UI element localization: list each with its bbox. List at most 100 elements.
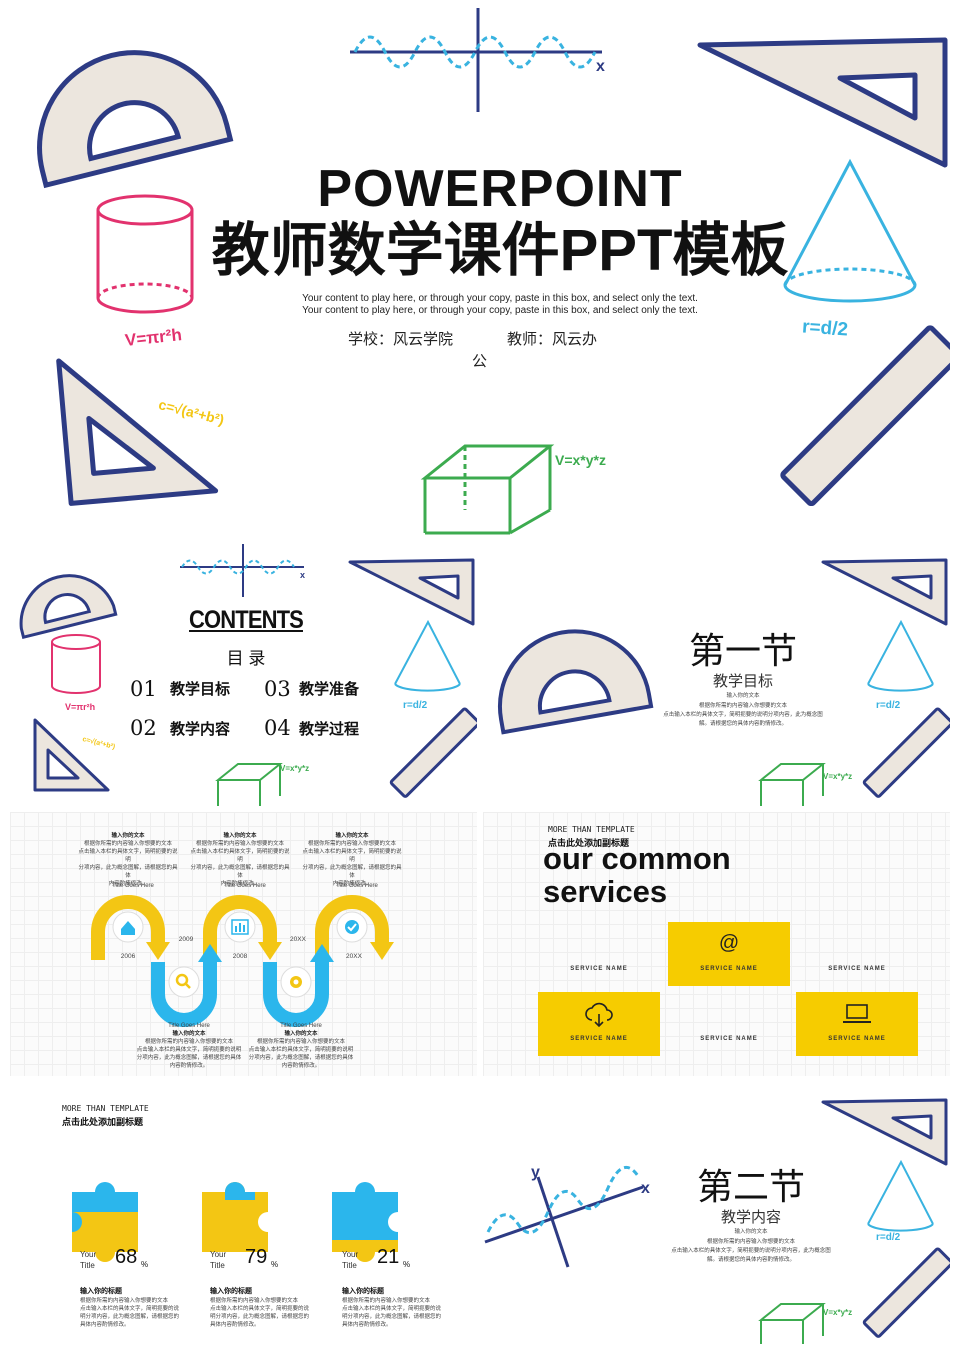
axis-x-label: x xyxy=(596,58,605,75)
contents-item-1-num: 01 xyxy=(130,677,157,701)
timeline-top-block-2: 输入你的文本 根据你所需的内容输入你想要的文本 点击输入本栏的具体文字，简明扼要… xyxy=(190,832,290,888)
cover-subtitle-1: Your content to play here, or through yo… xyxy=(302,293,698,304)
section1-body-2: 点击输入本栏的具体文字，简明扼要的说明分项内容，此为概念图 xyxy=(663,712,823,718)
puzzle-label-1: Your xyxy=(80,1250,97,1259)
puzzle-piece-icon xyxy=(72,1182,138,1262)
puzzle-heading: 输入你的标题 xyxy=(210,1288,252,1295)
block-line: 内容酌情修改。 xyxy=(332,881,372,887)
contents-item-4-label[interactable]: 教学过程 xyxy=(299,721,360,738)
puzzle-label-2: Title xyxy=(80,1261,95,1270)
set-square-icon xyxy=(821,558,948,626)
block-title: 输入你的文本 xyxy=(111,833,145,839)
cube-icon xyxy=(758,763,826,806)
block-line: 内容酌情修改。 xyxy=(281,1063,321,1069)
contents-item-3-label[interactable]: 教学准备 xyxy=(299,681,360,698)
puzzle-body: 根据你所需的内容输入你想要的文本 点击输入本栏的具体文字，简明扼要的说 明分项内… xyxy=(80,1297,200,1329)
cone-icon xyxy=(867,619,934,692)
block-line: 分项内容，此为概念图解，请根据您的具体 xyxy=(78,865,178,879)
service-cell-2[interactable]: @ SERVICE NAME xyxy=(668,922,790,986)
contents-heading: CONTENTS xyxy=(189,606,304,634)
cylinder-icon xyxy=(51,634,101,694)
timeline-slide[interactable]: 输入你的文本 根据你所需的内容输入你想要的文本 点击输入本栏的具体文字，简明扼要… xyxy=(10,812,477,1076)
block-line: 根据你所需的内容输入你想要的文本 xyxy=(307,841,396,847)
block-line: 点击输入本栏的具体文字，简明扼要的说明 xyxy=(136,1047,242,1053)
axis-x-label: x xyxy=(300,570,306,580)
section2-caption: 输入你的文本 xyxy=(734,1229,768,1235)
laptop-icon xyxy=(843,1004,871,1023)
block-line: 分项内容，此为概念图解，请根据您的具体 xyxy=(248,1055,354,1061)
axis-x-label: x xyxy=(641,1180,650,1197)
puzzle-label-2: Title xyxy=(342,1261,357,1270)
set-square-left-icon xyxy=(33,718,110,792)
service-cell-1[interactable]: SERVICE NAME xyxy=(538,922,660,986)
section2-subtitle: 教学内容 xyxy=(720,1208,781,1226)
cover-decorations xyxy=(37,8,950,535)
timeline-bottom-title-2: Title Goes Here xyxy=(280,1023,322,1029)
block-line: 内容酌情修改。 xyxy=(108,881,148,887)
service-cell-4[interactable]: SERVICE NAME xyxy=(538,992,660,1056)
services-kicker-cn: 点击此处添加副标题 xyxy=(548,838,630,848)
puzzle-piece-icon xyxy=(332,1182,398,1262)
block-line: 根据你所需的内容输入你想要的文本 xyxy=(144,1039,233,1045)
puzzle-unit: % xyxy=(271,1260,279,1269)
puzzle-piece-icon xyxy=(202,1182,268,1252)
set-square-icon xyxy=(821,1098,948,1166)
puzzle-value: 21 xyxy=(377,1246,400,1268)
puzzle-heading: 输入你的标题 xyxy=(342,1288,384,1295)
set-square-icon xyxy=(697,37,948,168)
contents-item-1-label[interactable]: 教学目标 xyxy=(170,681,231,698)
contents-item-2-num: 02 xyxy=(130,716,157,740)
puzzle-heading: 输入你的标题 xyxy=(80,1288,122,1295)
protractor-icon xyxy=(497,629,654,735)
set-square-left-icon xyxy=(56,358,219,506)
service-cell-6[interactable]: SERVICE NAME xyxy=(796,992,918,1056)
cover-title-en: POWERPOINT xyxy=(317,160,683,218)
puzzle-line: 明分项内容，此为概念图解，请根据您的 xyxy=(80,1314,180,1320)
axis-y-label: y xyxy=(531,1164,540,1181)
cover-slide[interactable]: x V=πr²h c=√(a²+b²) V=x*y*z r=d/2 POWERP… xyxy=(10,0,950,538)
services-slide[interactable]: MORE THAN TEMPLATE 点击此处添加副标题 our common … xyxy=(483,812,950,1076)
section1-body-3: 解。请根据您的具体内容酌情修改。 xyxy=(698,721,787,727)
puzzle-line: 具体内容酌情修改。 xyxy=(342,1322,392,1328)
timeline-arrows xyxy=(91,895,394,1027)
puzzle-line: 明分项内容，此为概念图解，请根据您的 xyxy=(342,1314,442,1320)
cloud-download-icon xyxy=(585,1002,613,1028)
at-icon: @ xyxy=(718,932,740,954)
puzzle-line: 明分项内容，此为概念图解，请根据您的 xyxy=(210,1314,310,1320)
puzzle-unit: % xyxy=(141,1260,149,1269)
cover-teacher-wrap: 公 xyxy=(472,352,488,370)
section1-slide[interactable]: r=d/2 V=x*y*z 第一节 教学目标 输入你的文本 根据你所需的内容输入… xyxy=(483,542,950,806)
puzzle-slide[interactable]: MORE THAN TEMPLATE 点击此处添加副标题 Your Title … xyxy=(10,1082,477,1344)
puzzle-value: 68 xyxy=(115,1246,138,1268)
service-label: SERVICE NAME xyxy=(570,1036,628,1042)
cover-title-cn: 教师数学课件PPT模板 xyxy=(211,218,789,283)
service-cell-5[interactable]: SERVICE NAME xyxy=(668,992,790,1056)
timeline-top-block-1: 输入你的文本 根据你所需的内容输入你想要的文本 点击输入本栏的具体文字，简明扼要… xyxy=(78,832,178,888)
cone-icon xyxy=(783,158,917,303)
puzzle-label-1: Your xyxy=(342,1250,359,1259)
section2-body-3: 解。请根据您的具体内容酌情修改。 xyxy=(706,1257,795,1263)
chart-icon xyxy=(231,919,249,935)
contents-item-2-label[interactable]: 教学内容 xyxy=(170,721,231,738)
timeline-year-4: 20XX xyxy=(290,936,306,943)
puzzle-line: 具体内容酌情修改。 xyxy=(210,1322,260,1328)
section2-slide[interactable]: x y r=d/2 V=x*y*z 第二节 教学内容 输入你的文本 根据你所需的… xyxy=(483,1082,950,1344)
timeline-top-title-1: Title Goes Here xyxy=(112,883,154,889)
puzzle-line: 根据你所需的内容输入你想要的文本 xyxy=(80,1298,169,1304)
ruler-icon xyxy=(862,1247,950,1338)
service-cell-3[interactable]: SERVICE NAME xyxy=(796,922,918,986)
ruler-icon xyxy=(862,707,950,798)
formula-cone: r=d/2 xyxy=(876,1232,901,1243)
puzzle-line: 点击输入本栏的具体文字，简明扼要的说 xyxy=(80,1306,180,1312)
timeline-top-title-3: Title Goes Here xyxy=(336,883,378,889)
block-line: 内容酌情修改。 xyxy=(169,1063,209,1069)
cover-school: 学校：风云学院 xyxy=(348,330,454,348)
block-title: 输入你的文本 xyxy=(335,833,369,839)
block-line: 根据你所需的内容输入你想要的文本 xyxy=(195,841,284,847)
block-line: 点击输入本栏的具体文字，简明扼要的说明 xyxy=(190,849,290,863)
section2-body-2: 点击输入本栏的具体文字，简明扼要的说明分项内容，此为概念图 xyxy=(671,1248,831,1254)
contents-slide[interactable]: V=πr²h c=√(a²+b²) r=d/2 V=x*y*z x CONTEN… xyxy=(10,542,477,806)
formula-cube: V=x*y*z xyxy=(555,452,606,468)
section1-body-1: 根据你所需的内容输入你想要的文本 xyxy=(698,703,787,709)
protractor-icon xyxy=(37,50,234,189)
